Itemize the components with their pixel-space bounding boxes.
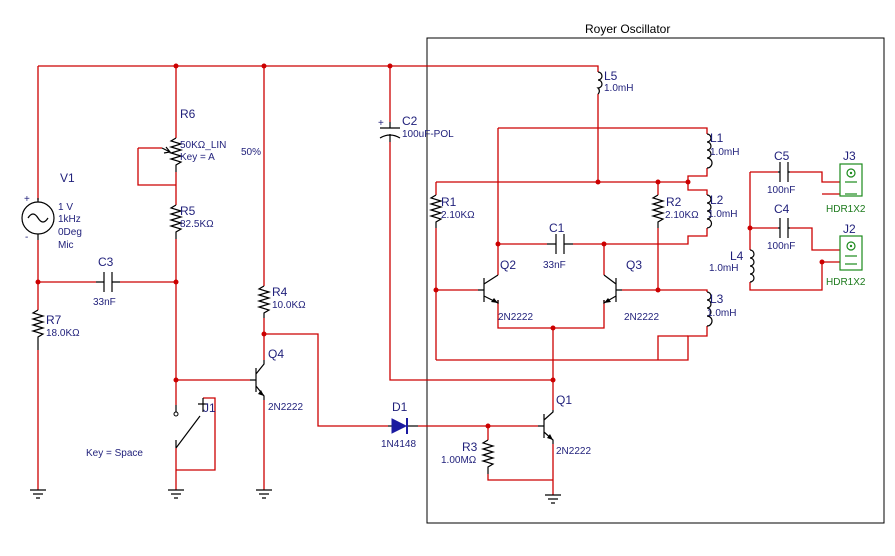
l4-value: 1.0mH xyxy=(709,263,738,274)
c5-capacitor xyxy=(778,162,790,182)
j1-switch xyxy=(173,398,208,449)
q2-ref: Q2 xyxy=(500,258,516,272)
q2-value: 2N2222 xyxy=(498,312,533,323)
l3-value: 1.0mH xyxy=(707,308,736,319)
l3-inductor xyxy=(706,291,713,327)
r6-percent: 50% xyxy=(241,147,261,158)
c4-capacitor xyxy=(778,218,790,238)
v1-ref: V1 xyxy=(60,171,75,185)
r4-resistor xyxy=(256,285,272,318)
q4-transistor xyxy=(250,360,265,400)
v1-type: Mic xyxy=(58,240,74,251)
r7-value: 18.0KΩ xyxy=(46,328,80,339)
l5-value: 1.0mH xyxy=(604,83,633,94)
r6-wiper-arrow xyxy=(161,146,172,154)
r2-ref: R2 xyxy=(666,195,682,209)
r7-resistor xyxy=(30,309,46,350)
q1-ref: Q1 xyxy=(556,393,572,407)
d1-value: 1N4148 xyxy=(381,439,416,450)
royer-oscillator-box xyxy=(426,37,885,524)
j2-value: HDR1X2 xyxy=(826,277,866,288)
j1-ref: J1 xyxy=(203,401,216,415)
c1-ref: C1 xyxy=(549,221,565,235)
j3-header-connector xyxy=(839,163,863,197)
r2-value: 2.10KΩ xyxy=(665,210,699,221)
q1-transistor xyxy=(538,410,554,444)
schematic-title: Royer Oscillator xyxy=(585,22,670,36)
q4-ref: Q4 xyxy=(268,347,284,361)
v1-amplitude: 1 V xyxy=(58,202,73,213)
j3-value: HDR1X2 xyxy=(826,204,866,215)
c3-capacitor xyxy=(96,272,120,292)
l5-ref: L5 xyxy=(604,69,618,83)
v1-ac-source: + - xyxy=(21,194,55,243)
l2-ref: L2 xyxy=(710,193,724,207)
l4-ref: L4 xyxy=(730,249,744,263)
j2-ref: J2 xyxy=(843,222,856,236)
r1-value: 2.10KΩ xyxy=(441,210,475,221)
c5-value: 100nF xyxy=(767,185,795,196)
j2-header-connector xyxy=(839,235,863,271)
c1-capacitor xyxy=(547,234,573,254)
r6-key: Key = A xyxy=(180,152,215,163)
l3-ref: L3 xyxy=(710,292,724,306)
c4-value: 100nF xyxy=(767,241,795,252)
j1-key: Key = Space xyxy=(86,448,143,459)
q1-value: 2N2222 xyxy=(556,446,591,457)
v1-phase: 0Deg xyxy=(58,227,82,238)
r3-ref: R3 xyxy=(462,440,478,454)
c2-value: 100uF-POL xyxy=(402,129,454,140)
q4-value: 2N2222 xyxy=(268,402,303,413)
c5-ref: C5 xyxy=(774,149,790,163)
c2-polarized-capacitor xyxy=(379,122,401,142)
wires xyxy=(37,65,840,495)
l1-ref: L1 xyxy=(710,131,724,145)
r5-value: 82.5KΩ xyxy=(180,219,214,230)
l5-inductor xyxy=(596,71,603,95)
r3-resistor xyxy=(480,439,496,474)
c3-ref: C3 xyxy=(98,255,114,269)
r4-ref: R4 xyxy=(272,285,288,299)
j3-ref: J3 xyxy=(843,149,856,163)
q3-transistor xyxy=(603,274,622,305)
l1-inductor xyxy=(706,133,713,169)
l2-inductor xyxy=(706,194,713,229)
r7-ref: R7 xyxy=(46,313,62,327)
l4-inductor xyxy=(749,249,755,283)
c1-value: 33nF xyxy=(543,260,566,271)
c3-value: 33nF xyxy=(93,297,116,308)
c2-plus-sign: + xyxy=(378,118,384,129)
r3-value: 1.00MΩ xyxy=(441,455,477,466)
r5-resistor xyxy=(168,204,184,239)
r6-ref: R6 xyxy=(180,107,196,121)
c4-ref: C4 xyxy=(774,202,790,216)
q2-transistor xyxy=(478,274,499,304)
ground-symbols xyxy=(30,489,561,504)
l2-value: 1.0mH xyxy=(708,209,737,220)
svg-text:-: - xyxy=(25,232,28,243)
r4-value: 10.0KΩ xyxy=(272,300,306,311)
r1-ref: R1 xyxy=(441,195,457,209)
l1-value: 1.0mH xyxy=(710,147,739,158)
r2-resistor xyxy=(650,194,666,228)
q3-value: 2N2222 xyxy=(624,312,659,323)
svg-text:+: + xyxy=(24,194,30,205)
r6-potentiometer xyxy=(168,137,184,172)
junction-dots xyxy=(35,63,825,429)
v1-frequency: 1kHz xyxy=(58,214,81,225)
d1-ref: D1 xyxy=(392,400,408,414)
d1-diode xyxy=(388,418,418,434)
r6-value: 50KΩ_LIN xyxy=(180,140,226,151)
r5-ref: R5 xyxy=(180,204,196,218)
c2-ref: C2 xyxy=(402,114,418,128)
r1-resistor xyxy=(428,194,444,228)
q3-ref: Q3 xyxy=(626,258,642,272)
